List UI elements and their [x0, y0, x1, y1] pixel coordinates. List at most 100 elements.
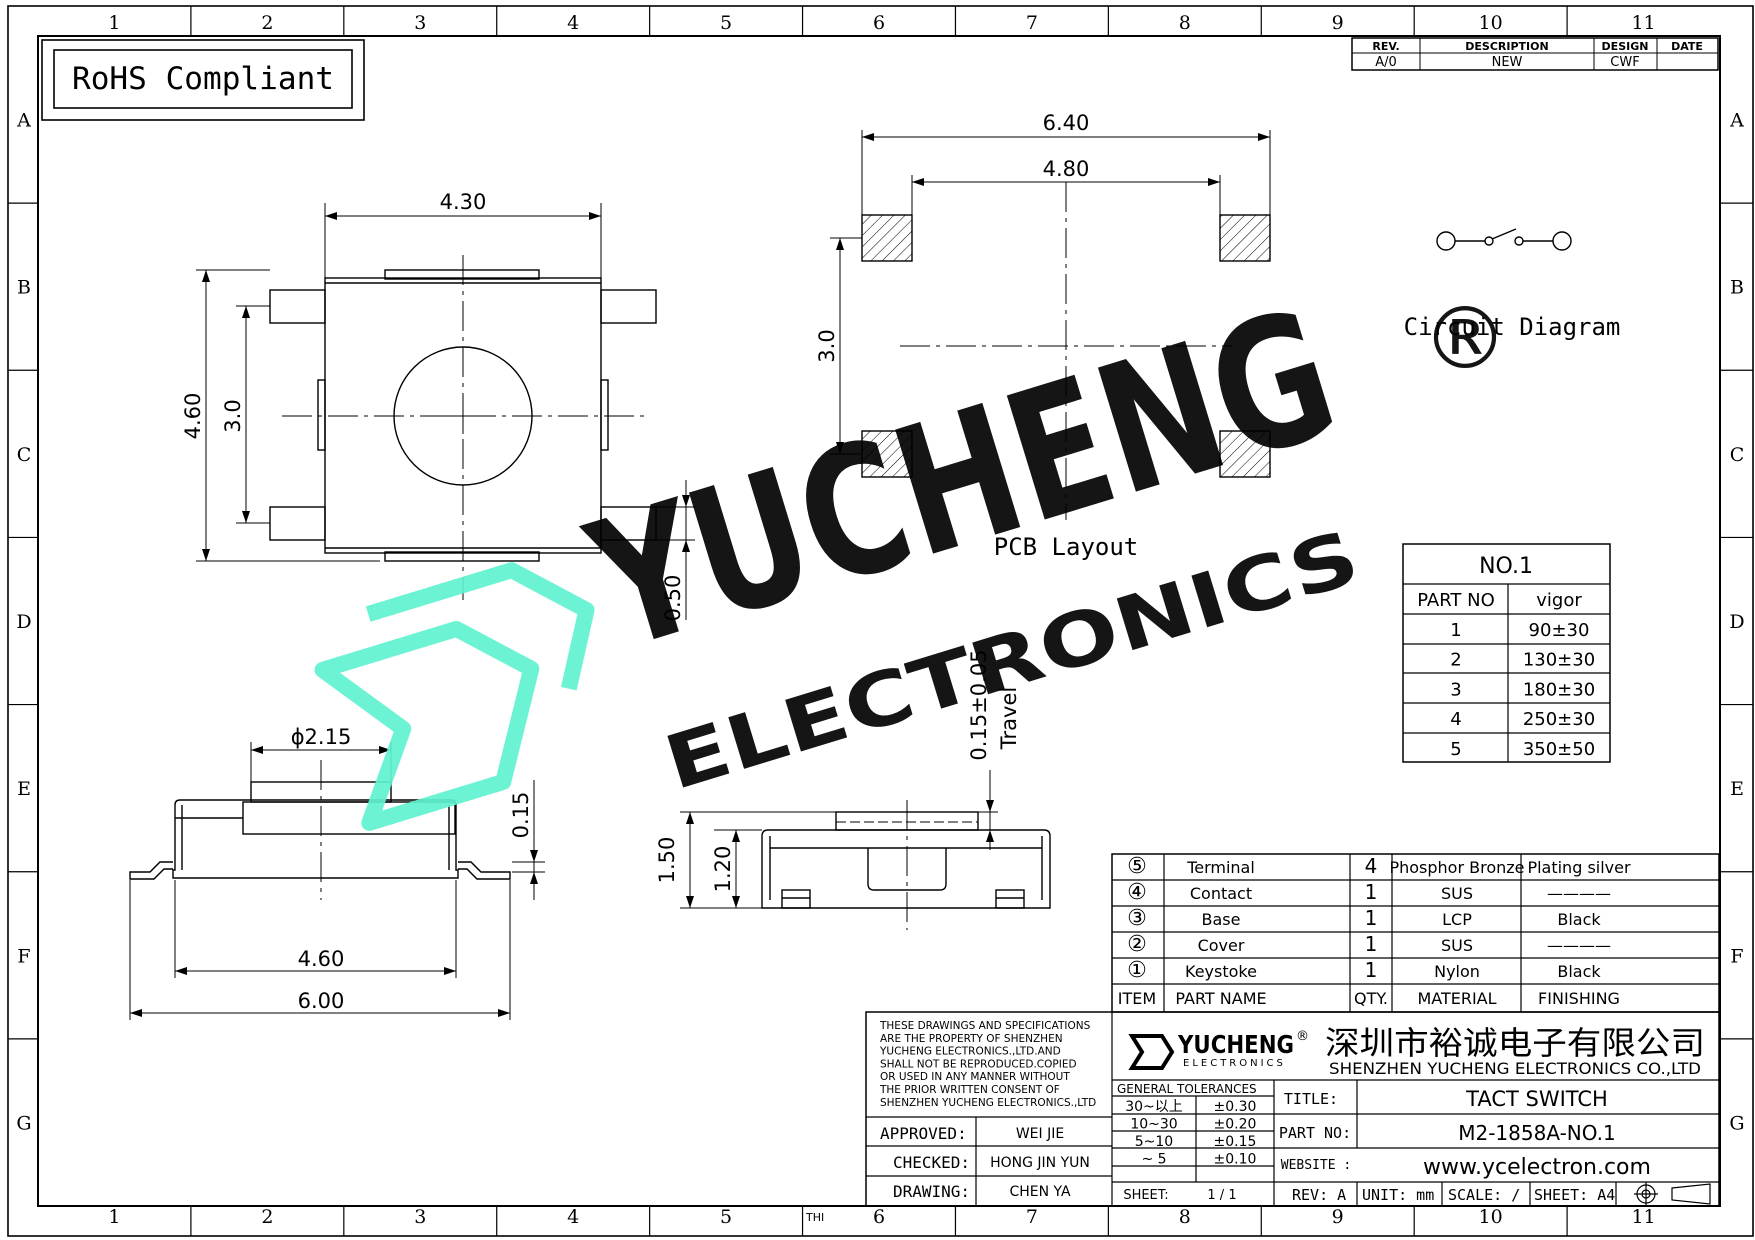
drawing-by: CHEN YA — [1009, 1184, 1071, 1200]
dim-lead-gap: 0.50 — [661, 575, 685, 622]
grid-col-label-top: 5 — [720, 12, 732, 34]
bom-part-name: Cover — [1198, 936, 1245, 955]
rev-header-date: DATE — [1671, 40, 1703, 53]
logo-sub: ELECTRONICS — [1183, 1058, 1286, 1069]
dim-side-overall: 6.00 — [298, 989, 345, 1013]
title-block — [865, 1011, 1720, 1207]
rev-value-design: CWF — [1610, 55, 1639, 70]
grid-col-label-top: 7 — [1026, 12, 1038, 34]
bom-header-finishing: FINISHING — [1538, 989, 1620, 1008]
bottom-note: THI — [805, 1211, 824, 1224]
force-part-no: 3 — [1450, 679, 1461, 700]
force-vigor: 90±30 — [1529, 620, 1590, 641]
grid-row-label-right: E — [1730, 778, 1744, 800]
grid-col-label-bottom: 1 — [108, 1206, 120, 1228]
grid-col-label-bottom: 9 — [1332, 1206, 1344, 1228]
proprietary-notice-line: SHALL NOT BE REPRODUCED.COPIED — [880, 1058, 1077, 1070]
grid-row-label-left: F — [17, 945, 30, 967]
rev-value-desc: NEW — [1492, 55, 1523, 70]
force-part-no: 4 — [1450, 709, 1461, 730]
dim-top-pitch: 3.0 — [221, 399, 245, 432]
grid-row-label-right: A — [1729, 110, 1744, 132]
dim-top-height: 4.60 — [181, 393, 205, 440]
part-number: M2-1858A-NO.1 — [1458, 1121, 1616, 1145]
dim-front-overall-height: 1.50 — [655, 837, 679, 884]
grid-col-label-top: 9 — [1332, 12, 1344, 34]
grid-row-label-left: B — [17, 277, 31, 299]
force-table-title: NO.1 — [1479, 554, 1533, 579]
grid-row-label-right: C — [1730, 444, 1745, 466]
website-label: WEBSITE : — [1281, 1158, 1351, 1173]
proprietary-notice-line: THESE DRAWINGS AND SPECIFICATIONS — [879, 1020, 1091, 1032]
force-part-no: 1 — [1450, 620, 1461, 641]
bom-part-name: Terminal — [1186, 858, 1255, 877]
sheet-value: 1 / 1 — [1207, 1188, 1236, 1203]
dim-pcb-inner: 4.80 — [1043, 157, 1090, 181]
grid-col-label-bottom: 2 — [261, 1206, 273, 1228]
bom-material: SUS — [1441, 936, 1473, 955]
grid-row-label-left: A — [16, 110, 31, 132]
grid-row-label-right: F — [1730, 945, 1743, 967]
proprietary-notice-line: YUCHENG ELECTRONICS.,LTD.AND — [879, 1046, 1061, 1058]
grid-col-label-bottom: 5 — [720, 1206, 732, 1228]
sheet-label: SHEET: — [1123, 1188, 1168, 1203]
sheet-size-field: SHEET: A4 — [1534, 1186, 1615, 1204]
force-table-header-part: PART NO — [1417, 590, 1495, 611]
grid-col-label-top: 2 — [261, 12, 273, 34]
grid-col-label-bottom: 6 — [873, 1206, 885, 1228]
proprietary-notice-line: OR USED IN ANY MANNER WITHOUT — [880, 1071, 1070, 1083]
grid-col-label-top: 3 — [414, 12, 426, 34]
checked-by: HONG JIN YUN — [990, 1155, 1090, 1171]
bom-part-name: Base — [1202, 910, 1241, 929]
bom-part-name: Keystoke — [1185, 962, 1257, 981]
bom-item: ① — [1127, 958, 1147, 983]
revision-table — [1351, 37, 1719, 71]
grid-col-label-top: 11 — [1631, 12, 1655, 34]
tolerance-value: ±0.20 — [1214, 1117, 1257, 1133]
dim-top-width: 4.30 — [440, 190, 487, 214]
bom-item: ④ — [1127, 880, 1147, 905]
grid-row-label-left: C — [17, 444, 32, 466]
bom-header-part-name: PART NAME — [1175, 989, 1266, 1008]
bom-item: ⑤ — [1127, 854, 1147, 879]
bom-header-qty: QTY. — [1354, 989, 1388, 1008]
front-view — [680, 770, 1051, 930]
grid-row-label-left: D — [16, 611, 31, 633]
force-table-header-vigor: vigor — [1536, 590, 1582, 611]
proprietary-notice-line: THE PRIOR WRITTEN CONSENT OF — [879, 1084, 1060, 1096]
unit-field: UNIT: mm — [1362, 1186, 1434, 1204]
grid-row-label-right: D — [1729, 611, 1744, 633]
grid-col-label-top: 1 — [108, 12, 120, 34]
logo-text: YUCHENG — [1177, 1030, 1294, 1059]
dim-travel-value: 0.15±0.05 — [967, 649, 991, 760]
dim-front-body-height: 1.20 — [711, 846, 735, 893]
dim-travel-label: Travel — [997, 687, 1021, 750]
force-vigor: 350±50 — [1523, 739, 1595, 760]
rev-header-rev: REV. — [1372, 40, 1399, 53]
projection-symbol-icon — [1634, 1182, 1711, 1206]
grid-row-label-right: G — [1729, 1112, 1744, 1134]
dim-pcb-outer: 6.40 — [1043, 111, 1090, 135]
company-name-en: SHENZHEN YUCHENG ELECTRONICS CO.,LTD — [1329, 1059, 1701, 1078]
pcb-layout — [830, 130, 1271, 520]
approved-by: WEI JIE — [1016, 1126, 1064, 1142]
force-part-no: 5 — [1450, 739, 1461, 760]
dim-button-diameter: ϕ2.15 — [291, 725, 352, 749]
rohs-label: RoHS Compliant — [72, 61, 334, 97]
tolerance-value: ±0.30 — [1214, 1099, 1257, 1115]
tolerance-range: 30~以上 — [1125, 1099, 1183, 1115]
bom-qty: 1 — [1365, 880, 1378, 904]
force-vigor: 130±30 — [1523, 650, 1595, 671]
dim-side-lead-height: 0.15 — [509, 792, 533, 839]
rohs-badge: RoHS Compliant — [41, 39, 365, 121]
bom-qty: 1 — [1365, 932, 1378, 956]
grid-row-label-left: G — [16, 1112, 31, 1134]
grid-row-label-left: E — [17, 778, 31, 800]
circuit-diagram — [1436, 228, 1572, 251]
tolerance-range: 5~10 — [1135, 1134, 1173, 1150]
dim-side-body: 4.60 — [298, 947, 345, 971]
grid-col-label-top: 6 — [873, 12, 885, 34]
approved-label: APPROVED: — [880, 1124, 967, 1143]
tolerance-value: ±0.15 — [1214, 1134, 1257, 1150]
